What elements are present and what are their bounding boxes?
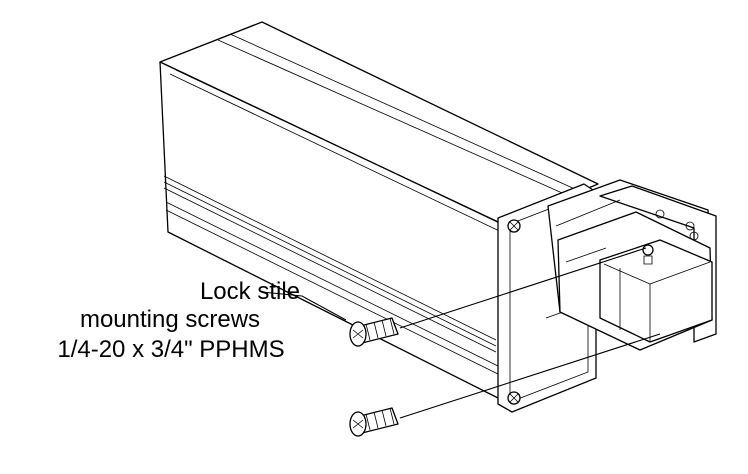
mounting-screw-upper (349, 317, 399, 347)
mounting-screw-lower (349, 407, 399, 437)
adjust-screw-icon (642, 244, 654, 256)
screw-path-upper (399, 247, 647, 329)
extrusion-housing (159, 21, 599, 401)
callout-leader (261, 291, 347, 321)
screw-path-lower (399, 333, 661, 419)
latch-block (557, 211, 713, 351)
callout-line-2: mounting screws (79, 306, 261, 333)
callout-line-3: 1/4-20 x 3/4" PPHMS (57, 336, 285, 363)
callout-line-1: Lock stile (199, 278, 300, 305)
